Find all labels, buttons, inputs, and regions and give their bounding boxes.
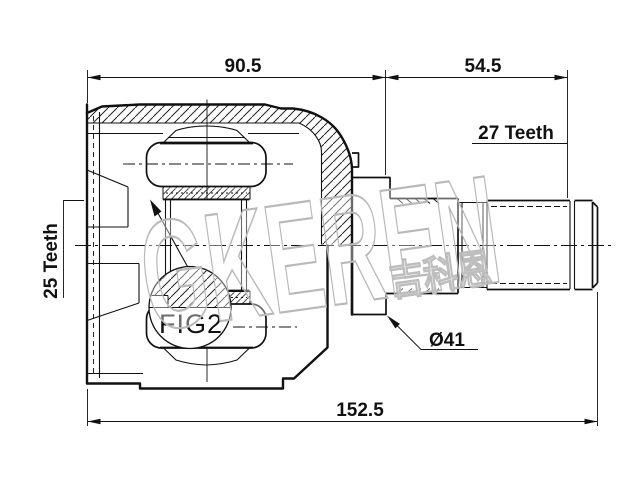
dim-shaft-length: 54.5 — [465, 56, 502, 77]
clamp-collar — [458, 200, 488, 290]
boot-groove-serrations — [396, 198, 440, 294]
shaft-end-cap — [574, 199, 599, 291]
label-right-spline-teeth: 27 Teeth — [478, 123, 554, 144]
output-shaft — [352, 176, 599, 316]
label-27-teeth: 27 Teeth — [472, 123, 568, 144]
housing-right-notch — [352, 152, 360, 168]
housing-wall-hatch — [88, 103, 352, 245]
dimension-extension-lines — [87, 70, 598, 426]
dimension-housing-length: 90.5 — [87, 56, 386, 81]
dim-overall-length: 152.5 — [336, 400, 384, 421]
fig2-leader-line — [153, 205, 189, 268]
hub-walls — [164, 199, 248, 291]
fig2-leader-arrowhead — [150, 199, 162, 217]
spline-shaft-section — [487, 199, 570, 291]
housing-outline — [85, 103, 360, 390]
label-left-spline-teeth: 25 Teeth — [41, 223, 62, 299]
tripod-bearing-upper — [145, 125, 267, 291]
spline-bore-left — [86, 169, 140, 322]
label-groove-diameter: Ø41 — [429, 330, 465, 351]
outer-race-cap — [162, 125, 251, 144]
outer-race-cap-lower — [162, 347, 251, 366]
fig2-notch-detail — [150, 295, 169, 308]
housing-bottom-profile — [85, 244, 329, 390]
housing-inner-ceiling — [87, 122, 323, 245]
circlip-groove — [569, 201, 576, 289]
housing-outer-profile — [85, 103, 354, 316]
dimension-overall-length: 152.5 — [87, 400, 598, 425]
label-detail-figure: FIG2 — [159, 309, 223, 339]
leader-diameter-41: Ø41 — [387, 315, 478, 351]
dim-housing-length: 90.5 — [225, 56, 262, 77]
dimension-shaft-length: 54.5 — [385, 56, 568, 81]
boot-land-ring — [352, 176, 391, 316]
leader-25-teeth: 25 Teeth — [41, 200, 84, 299]
trunnion-axis-lines — [123, 99, 297, 382]
